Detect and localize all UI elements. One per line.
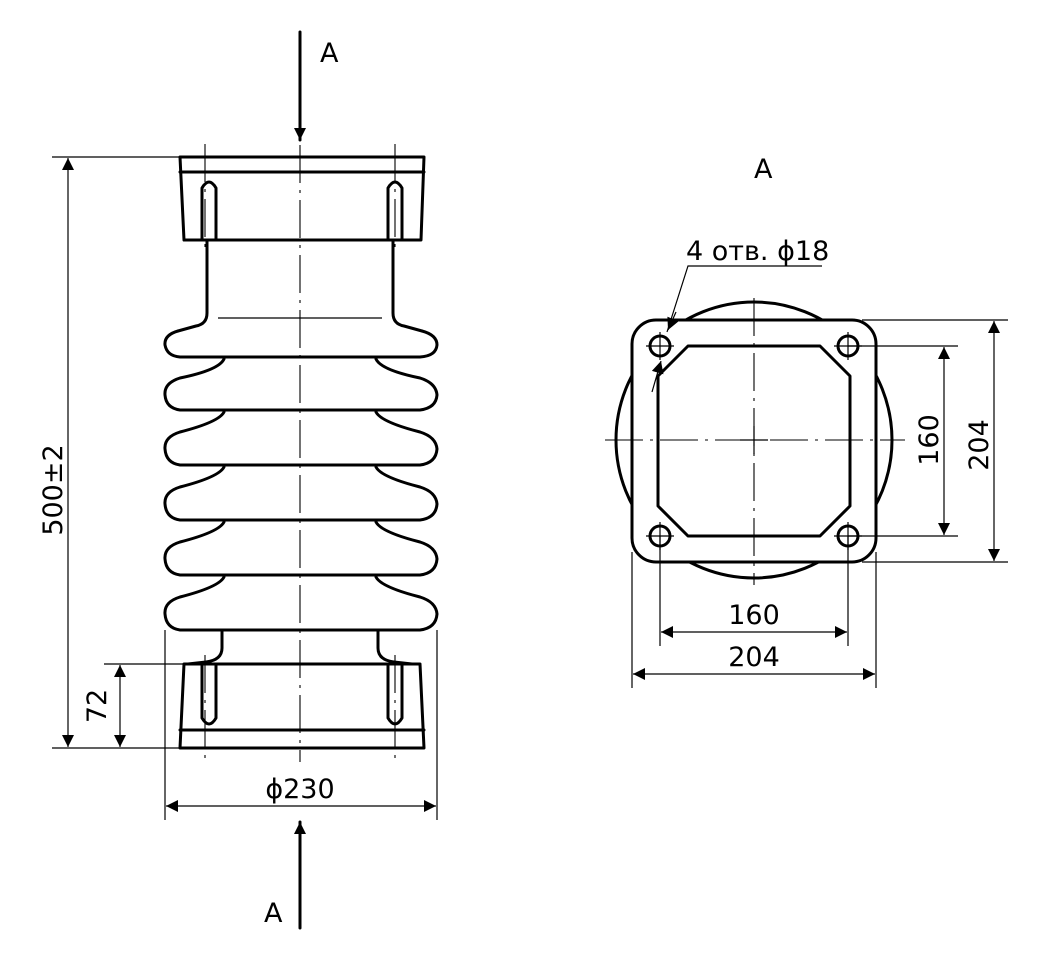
upper-neck [176,238,209,333]
bolt-spacing-horizontal-label: 160 [728,600,780,631]
section-view-title: A [754,154,773,185]
holes-note-label: 4 отв. ϕ18 [686,236,829,267]
flange-section-view [605,265,1008,688]
height-dimension-label: 500±2 [38,444,69,535]
top-flange [178,155,426,242]
flange-size-vertical-label: 204 [964,419,995,471]
section-label-bottom: A [264,898,283,929]
bolt-spacing-vertical-label: 160 [914,414,945,466]
flange-height-label: 72 [82,689,113,723]
lower-neck [186,628,224,666]
flange-size-horizontal-label: 204 [728,642,780,673]
section-label-top: A [320,38,339,69]
bottom-flange [178,662,426,750]
insulator-front-view [52,30,439,930]
inner-octagon [656,344,852,538]
insulator-sheds [163,317,439,632]
diameter-label: ϕ230 [265,774,334,805]
